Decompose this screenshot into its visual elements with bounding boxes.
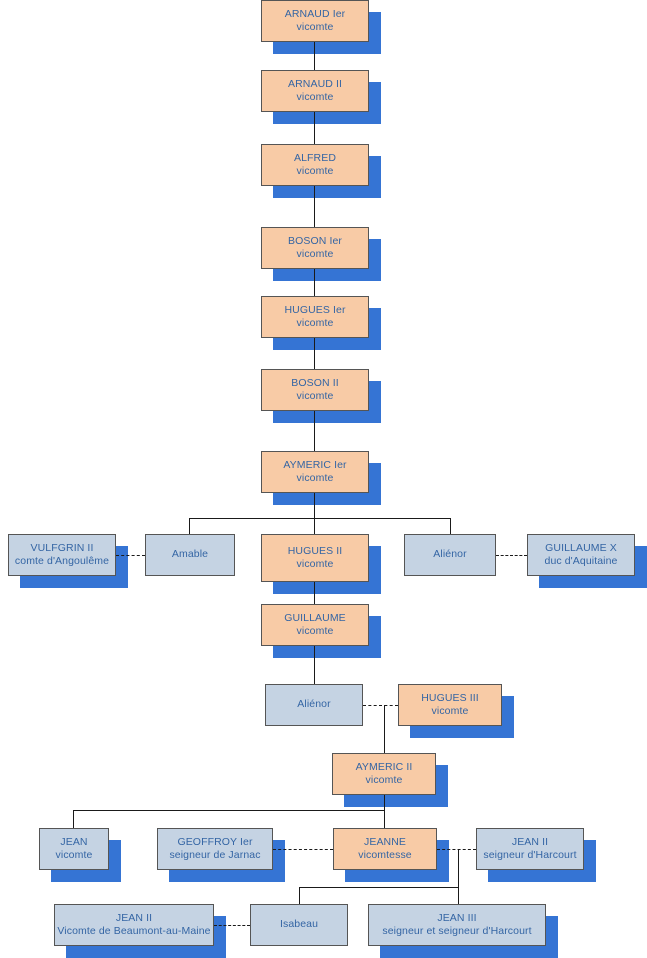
node-subtitle: vicomtesse <box>358 849 412 861</box>
node-subtitle: vicomte <box>296 317 334 329</box>
node-geoffroy-ier[interactable]: GEOFFROY Ier seigneur de Jarnac <box>157 828 273 870</box>
node-alfred[interactable]: ALFRED vicomte <box>261 144 369 186</box>
node-subtitle: Vicomte de Beaumont-au-Maine <box>57 925 211 937</box>
node-title: BOSON II <box>291 376 339 389</box>
node-subtitle: comte d'Angoulême <box>14 555 110 567</box>
node-isabeau[interactable]: Isabeau <box>250 904 348 946</box>
node-title: HUGUES II <box>287 544 343 557</box>
node-amable[interactable]: Amable <box>145 534 235 576</box>
node-title: GEOFFROY Ier <box>177 835 253 848</box>
marriage-link-vulfgrin2-amable <box>116 555 145 556</box>
node-subtitle: seigneur de Jarnac <box>169 849 261 861</box>
node-subtitle: vicomte <box>296 558 334 570</box>
node-subtitle: vicomte <box>296 390 334 402</box>
node-title: ALFRED <box>293 151 337 164</box>
node-title: Aliénor <box>433 548 467 561</box>
node-boson-ier[interactable]: BOSON Ier vicomte <box>261 227 369 269</box>
connector-bus-to-jean3 <box>458 887 459 904</box>
connector-arnaud2-alfred <box>314 112 315 144</box>
node-title: JEAN II <box>511 835 549 848</box>
node-alienor-aquitaine[interactable]: Aliénor <box>404 534 496 576</box>
node-jean-iii[interactable]: JEAN III seigneur et seigneur d'Harcourt <box>368 904 546 946</box>
node-title: ARNAUD Ier <box>284 7 346 20</box>
node-hugues-iii[interactable]: HUGUES III vicomte <box>398 684 502 726</box>
node-hugues-ier[interactable]: HUGUES Ier vicomte <box>261 296 369 338</box>
node-subtitle: seigneur et seigneur d'Harcourt <box>382 925 532 937</box>
node-title: JEANNE <box>363 835 407 848</box>
node-hugues-ii[interactable]: HUGUES II vicomte <box>261 534 369 582</box>
node-title: ARNAUD II <box>288 77 342 90</box>
node-subtitle: duc d'Aquitaine <box>544 555 618 567</box>
node-arnaud-ii[interactable]: ARNAUD II vicomte <box>261 70 369 112</box>
node-jean-ii-harcourt[interactable]: JEAN II seigneur d'Harcourt <box>476 828 584 870</box>
connector-boson2-aymeric1 <box>314 411 315 451</box>
marriage-link-jeanne-jean2harcourt <box>437 849 476 850</box>
node-boson-ii[interactable]: BOSON II vicomte <box>261 369 369 411</box>
connector-bus-to-amable <box>189 518 190 534</box>
node-title: JEAN <box>60 835 88 848</box>
marriage-link-jean2beaumont-isabeau <box>214 925 250 926</box>
node-jeanne[interactable]: JEANNE vicomtesse <box>333 828 437 870</box>
connector-bottom-bus <box>299 887 458 888</box>
connector-guillaume-alienor2 <box>314 646 315 684</box>
node-title: GUILLAUME X <box>545 541 617 554</box>
connector-arnaud1-arnaud2 <box>314 42 315 70</box>
node-guillaume-vicomte[interactable]: GUILLAUME vicomte <box>261 604 369 646</box>
node-aymeric-ii[interactable]: AYMERIC II vicomte <box>332 753 436 795</box>
connector-bus-to-isabeau <box>299 887 300 904</box>
node-subtitle: vicomte <box>296 91 334 103</box>
node-subtitle: seigneur d'Harcourt <box>483 849 577 861</box>
connector-marriage-aymeric2 <box>384 705 385 753</box>
node-jean-ii-beaumont[interactable]: JEAN II Vicomte de Beaumont-au-Maine <box>54 904 214 946</box>
node-subtitle: vicomte <box>296 472 334 484</box>
node-title: HUGUES Ier <box>284 303 346 316</box>
connector-aymeric1-bus <box>189 518 450 519</box>
connector-hugues2-guillaume <box>314 582 315 604</box>
node-title: GUILLAUME <box>284 611 346 624</box>
node-title: Aliénor <box>297 698 331 711</box>
node-title: AYMERIC II <box>355 760 413 773</box>
node-subtitle: vicomte <box>55 849 93 861</box>
connector-aymeric2-stem <box>384 795 385 828</box>
connector-bus-to-alienor1 <box>450 518 451 534</box>
node-title: JEAN III <box>437 911 477 924</box>
node-subtitle: vicomte <box>296 248 334 260</box>
node-subtitle: vicomte <box>296 21 334 33</box>
node-alienor-2[interactable]: Aliénor <box>265 684 363 726</box>
node-title: Isabeau <box>279 918 319 931</box>
node-title: AYMERIC Ier <box>283 458 347 471</box>
node-subtitle: vicomte <box>365 774 403 786</box>
connector-jeanne-marriage-stem <box>458 849 459 887</box>
node-jean-vicomte[interactable]: JEAN vicomte <box>39 828 109 870</box>
node-vulfgrin-ii[interactable]: VULFGRIN II comte d'Angoulême <box>8 534 116 576</box>
connector-boson1-hugues1 <box>314 269 315 296</box>
node-subtitle: vicomte <box>296 165 334 177</box>
node-title: VULFGRIN II <box>30 541 94 554</box>
marriage-link-geoffroy1-jeanne <box>273 849 333 850</box>
node-subtitle: vicomte <box>296 625 334 637</box>
node-aymeric-ier[interactable]: AYMERIC Ier vicomte <box>261 451 369 493</box>
connector-hugues1-boson2 <box>314 338 315 369</box>
connector-alfred-boson1 <box>314 186 315 227</box>
marriage-link-alienor1-guillaumeX <box>496 555 527 556</box>
connector-bus-to-jean-vicomte <box>73 810 74 828</box>
node-title: JEAN II <box>115 911 153 924</box>
node-title: Amable <box>171 548 209 561</box>
connector-aymeric1-stem <box>314 493 315 534</box>
node-guillaume-x[interactable]: GUILLAUME X duc d'Aquitaine <box>527 534 635 576</box>
node-arnaud-ier[interactable]: ARNAUD Ier vicomte <box>261 0 369 42</box>
node-title: BOSON Ier <box>288 234 342 247</box>
marriage-link-alienor2-hugues3 <box>363 705 398 706</box>
connector-aymeric2-bus <box>73 810 384 811</box>
node-subtitle: vicomte <box>431 705 469 717</box>
node-title: HUGUES III <box>421 691 479 704</box>
